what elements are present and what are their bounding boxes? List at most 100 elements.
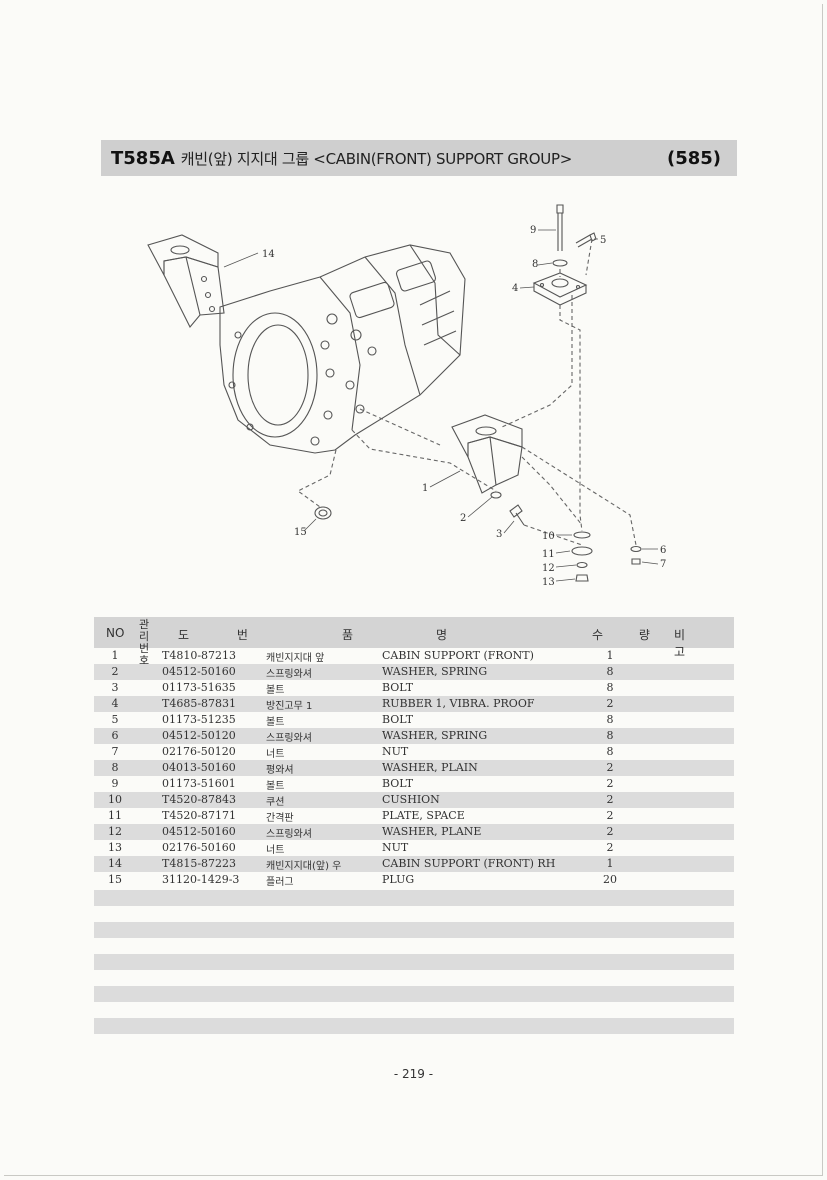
row-name-en: CUSHION <box>382 793 440 806</box>
row-name-en: PLATE, SPACE <box>382 809 465 822</box>
row-no: 12 <box>108 825 122 838</box>
row-name-kr: 스프링와셔 <box>266 669 312 680</box>
callout-11: 11 <box>542 549 555 560</box>
cabin-support-rh-part <box>147 234 225 328</box>
callouts: 1 2 3 4 5 6 7 8 9 10 11 12 13 14 15 <box>262 225 666 588</box>
row-name-kr: 너트 <box>266 845 285 856</box>
row-code: T4520-87171 <box>162 809 237 822</box>
callout-2: 2 <box>460 513 466 524</box>
group-title: 캐빈(앞) 지지대 그룹 <CABIN(FRONT) SUPPORT GROUP… <box>180 149 572 168</box>
callout-15: 15 <box>294 527 307 538</box>
table-row: 14 T4815-87223 캐빈지지대(앞) 우 CABIN SUPPORT (FR… <box>94 856 734 872</box>
callout-9: 9 <box>530 225 536 236</box>
row-name-kr: 캐빈지지대(앞) 우 <box>266 861 342 872</box>
row-qty: 2 <box>606 841 614 854</box>
callout-3: 3 <box>496 529 502 540</box>
row-name-kr: 너트 <box>266 749 285 760</box>
row-qty: 2 <box>606 697 614 710</box>
row-no: 2 <box>111 665 119 678</box>
callout-10: 10 <box>542 531 555 542</box>
row-name-en: WASHER, PLANE <box>382 825 482 838</box>
row-name-kr: 캐빈지지대 앞 <box>266 653 325 664</box>
row-code: 04512-50120 <box>162 729 236 742</box>
row-code: T4520-87843 <box>162 793 237 806</box>
row-no: 13 <box>108 841 122 854</box>
row-no: 10 <box>108 793 122 806</box>
row-code: 31120-1429-3 <box>162 873 240 886</box>
table-row: 2 04512-50160 스프링와셔 WASHER, SPRING 8 <box>94 664 734 680</box>
row-no: 9 <box>111 777 119 790</box>
callout-5: 5 <box>600 235 606 246</box>
header-name-en: 명 <box>436 628 448 642</box>
row-name-en: NUT <box>382 745 409 758</box>
cabin-support-front-part <box>451 414 523 494</box>
row-name-en: PLUG <box>382 873 415 886</box>
row-code: 01173-51235 <box>162 713 236 726</box>
callout-8: 8 <box>532 259 538 270</box>
page-border <box>4 4 823 1176</box>
blank-rows <box>94 890 734 1034</box>
row-name-kr: 쿠션 <box>266 797 285 808</box>
callout-12: 12 <box>542 563 555 574</box>
row-qty: 8 <box>606 665 614 678</box>
row-code: T4815-87223 <box>162 857 237 870</box>
row-qty: 2 <box>606 809 614 822</box>
row-no: 15 <box>108 873 122 886</box>
row-code: 02176-50120 <box>162 745 236 758</box>
row-name-kr: 간격판 <box>266 813 294 824</box>
row-name-en: BOLT <box>382 777 414 790</box>
page-number: - 219 - <box>393 1067 434 1081</box>
row-no: 7 <box>111 745 119 758</box>
exploded-parts-diagram: 1 2 3 4 5 6 7 8 9 10 11 12 13 14 15 <box>147 204 666 588</box>
row-qty: 8 <box>606 681 614 694</box>
table-row: 12 04512-50160 스프링와셔 WASHER, PLANE 2 <box>94 824 734 840</box>
row-no: 11 <box>108 809 122 822</box>
row-qty: 8 <box>606 729 614 742</box>
row-name-en: WASHER, SPRING <box>382 665 488 678</box>
row-name-en: CABIN SUPPORT (FRONT) RH <box>382 857 556 870</box>
vibration-rubber-part <box>532 272 588 306</box>
transmission-housing <box>219 244 466 454</box>
row-name-kr: 플러그 <box>266 877 294 888</box>
row-qty: 2 <box>606 793 614 806</box>
header-qty: 수 량 <box>592 628 666 642</box>
row-qty: 2 <box>606 825 614 838</box>
top-fasteners <box>552 204 597 267</box>
row-no: 8 <box>111 761 119 774</box>
row-name-en: WASHER, PLAIN <box>382 761 478 774</box>
parts-table: NO 관리 번호 도 번 품 명 수 량 비 고 1 T4810-87213 캐빈지… <box>94 617 734 1034</box>
row-name-kr: 볼트 <box>266 717 285 728</box>
table-row: 11 T4520-87171 간격판 PLATE, SPACE 2 <box>94 808 734 824</box>
header-mgmt: 관리 번호 <box>138 618 150 667</box>
header-name-kr: 품 <box>342 628 354 642</box>
row-name-kr: 볼트 <box>266 685 285 696</box>
row-name-kr: 스프링와셔 <box>266 829 312 840</box>
row-no: 14 <box>108 857 122 870</box>
callout-13: 13 <box>542 577 555 588</box>
group-number: (585) <box>666 147 721 169</box>
row-code: 04512-50160 <box>162 825 236 838</box>
row-qty: 8 <box>606 713 614 726</box>
leader-lines <box>223 229 659 582</box>
row-name-en: NUT <box>382 841 409 854</box>
row-name-kr: 방진고무 1 <box>266 701 313 712</box>
callout-6: 6 <box>660 545 666 556</box>
callout-1: 1 <box>422 483 428 494</box>
row-code: 01173-51635 <box>162 681 236 694</box>
row-qty: 2 <box>606 777 614 790</box>
row-code: 04512-50160 <box>162 665 236 678</box>
header-note: 비 고 <box>674 628 704 659</box>
row-no: 3 <box>111 681 119 694</box>
callout-14: 14 <box>262 249 275 260</box>
row-no: 4 <box>111 697 119 710</box>
row-code: T4810-87213 <box>162 649 237 662</box>
table-header: NO 관리 번호 도 번 품 명 수 량 비 고 <box>94 617 734 667</box>
row-no: 1 <box>111 649 119 662</box>
row-name-en: RUBBER 1, VIBRA. PROOF <box>382 697 535 710</box>
